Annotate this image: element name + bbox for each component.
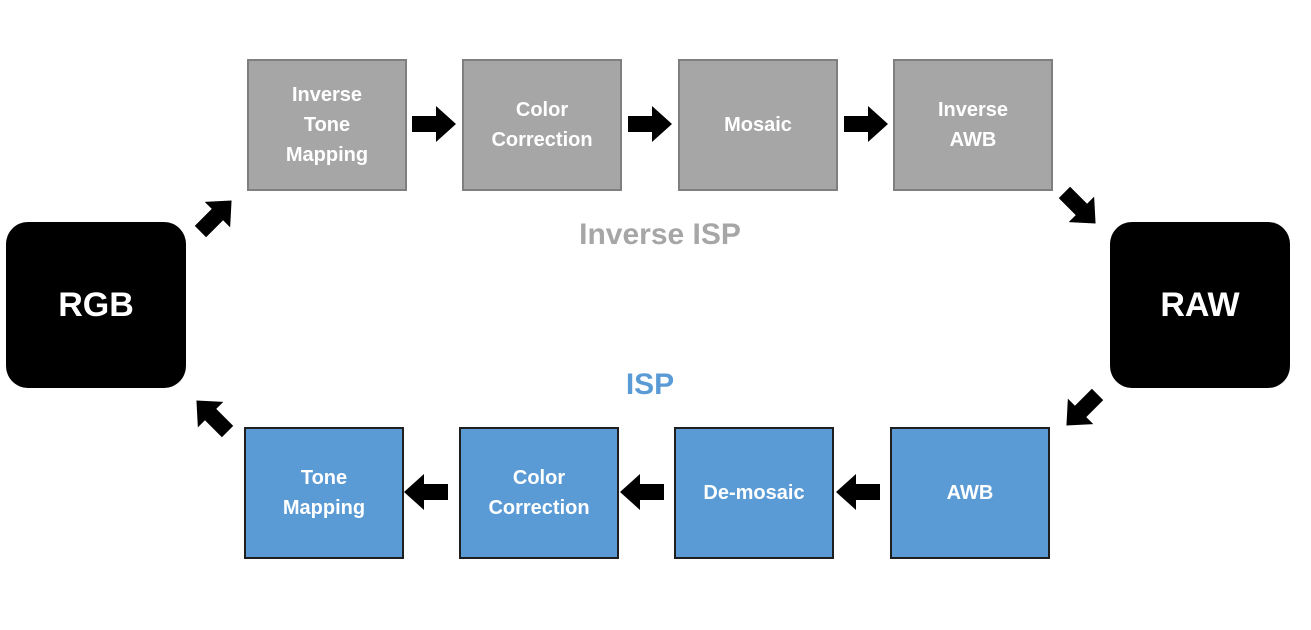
arrow-right-icon (844, 106, 888, 142)
arrow-right-icon (628, 106, 672, 142)
arrow-down-right-icon (1058, 186, 1096, 224)
stage-label: Inverse Tone Mapping (285, 84, 369, 166)
tone-mapping-stage: Tone Mapping (244, 427, 404, 559)
arrow-left-icon (404, 474, 448, 510)
raw-node: RAW (1110, 222, 1290, 388)
color-correction-stage: Color Correction (459, 427, 619, 559)
de-mosaic-stage: De-mosaic (674, 427, 834, 559)
mosaic-stage: Mosaic (678, 59, 838, 191)
rgb-label: RGB (58, 285, 134, 324)
isp-label: ISP (625, 368, 675, 401)
stage-label: Tone Mapping (282, 467, 366, 519)
inverse-tone-mapping-stage: Inverse Tone Mapping (247, 59, 407, 191)
rgb-node: RGB (6, 222, 186, 388)
arrow-right-icon (412, 106, 456, 142)
stage-label: Inverse AWB (937, 99, 1009, 151)
inverse-awb-stage: Inverse AWB (893, 59, 1053, 191)
arrow-up-right-icon (194, 200, 232, 238)
arrow-down-left-icon (1066, 388, 1104, 426)
raw-label: RAW (1160, 285, 1240, 324)
stage-label: Color Correction (488, 467, 590, 519)
stage-label: AWB (946, 482, 994, 504)
awb-stage: AWB (890, 427, 1050, 559)
arrow-left-icon (620, 474, 664, 510)
stage-label: Color Correction (491, 99, 593, 151)
stage-label: De-mosaic (703, 482, 805, 504)
arrow-left-icon (836, 474, 880, 510)
inverse-color-correction-stage: Color Correction (462, 59, 622, 191)
inverse-isp-label: Inverse ISP (579, 218, 741, 251)
arrow-up-left-icon (196, 400, 234, 438)
stage-label: Mosaic (724, 114, 792, 136)
